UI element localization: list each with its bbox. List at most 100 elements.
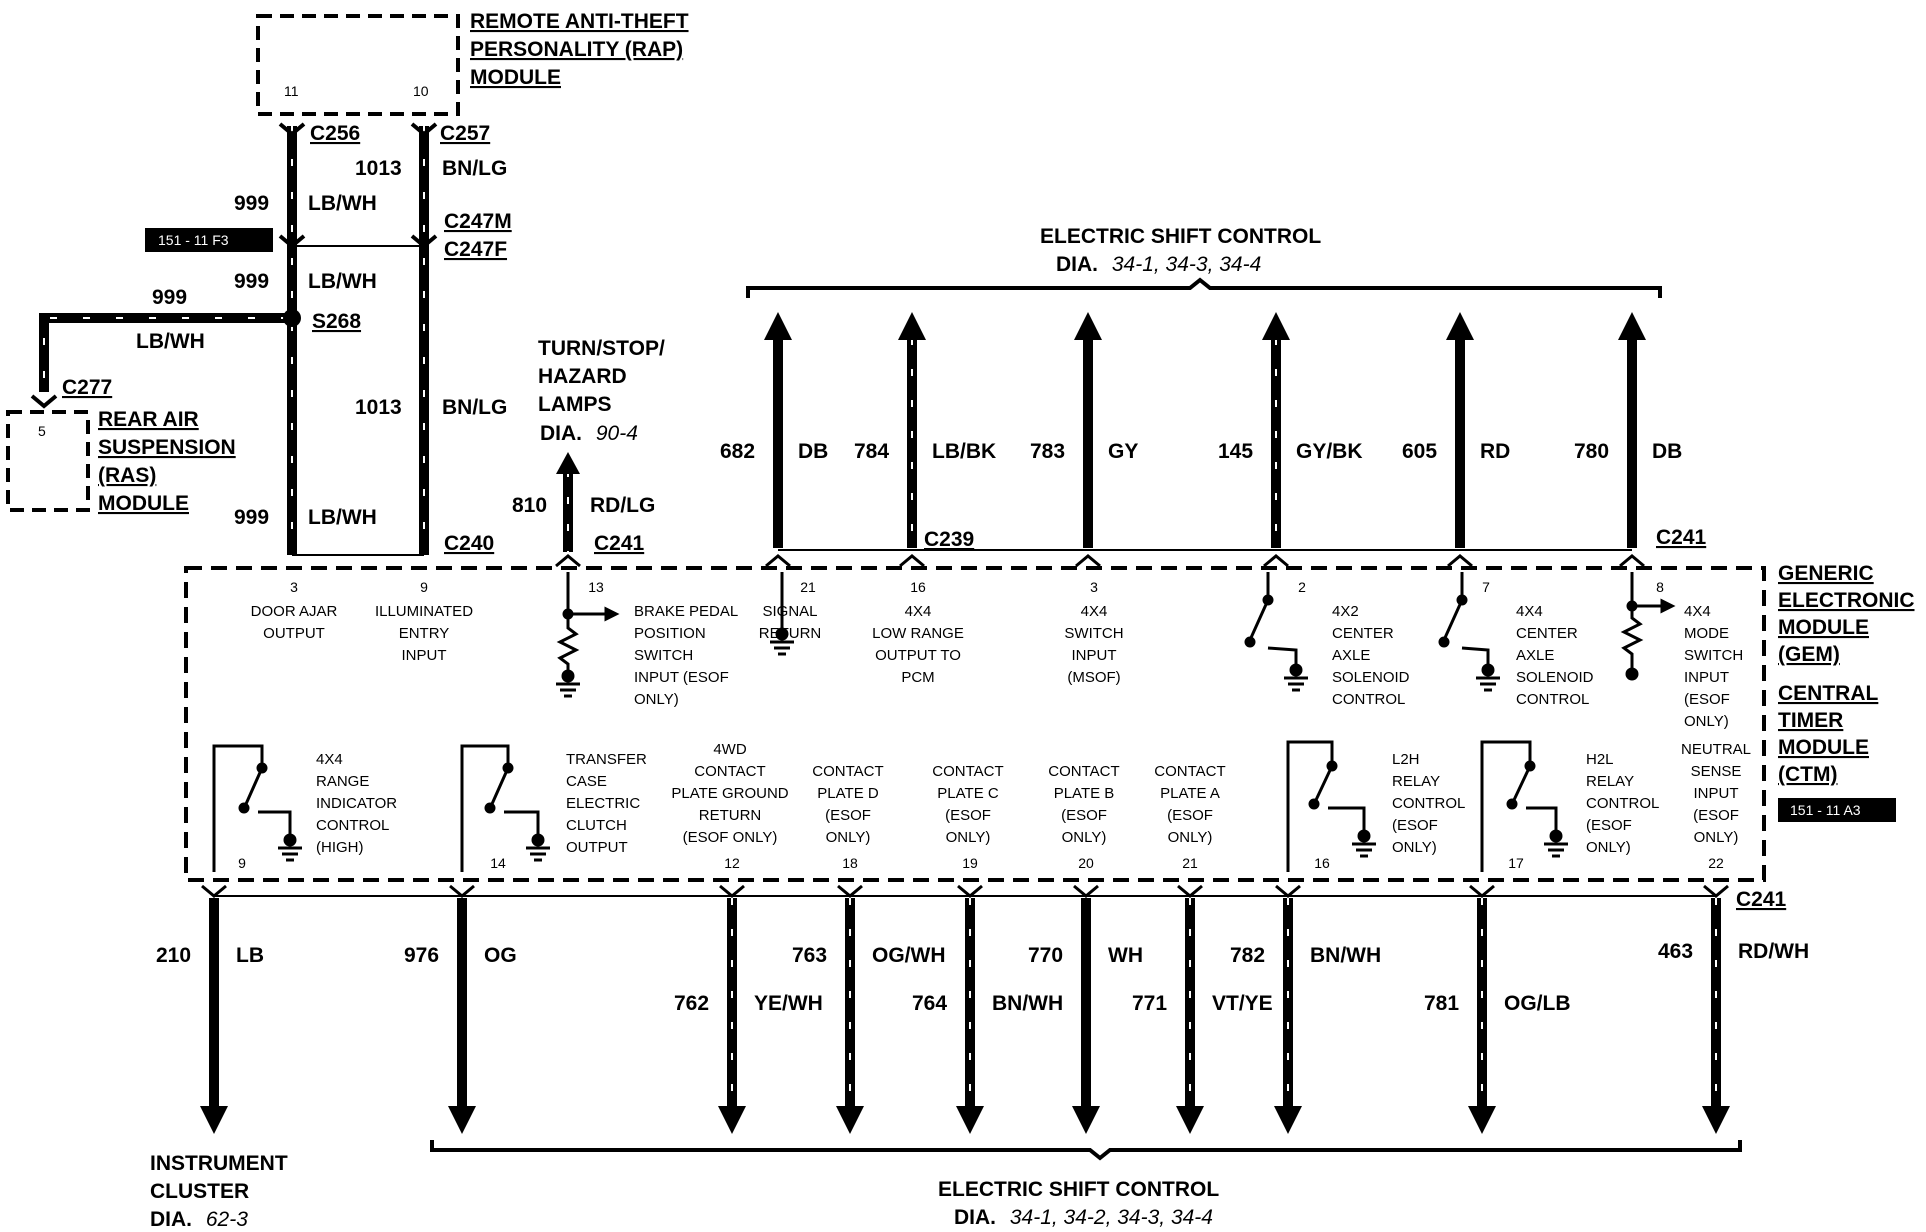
bottom-pin-desc-line: PLATE C bbox=[937, 785, 999, 802]
c247f-label: C247F bbox=[444, 238, 507, 261]
c256-chevron bbox=[278, 122, 306, 137]
ref-badge-151-11-f3 bbox=[145, 228, 273, 252]
top-pin-desc-line: RETURN bbox=[759, 625, 822, 642]
bottom-pin-desc-line: RELAY bbox=[1392, 773, 1440, 790]
top-pin-desc-line: ENTRY bbox=[399, 625, 450, 642]
bottom-pin-desc-line: CONTACT bbox=[932, 763, 1003, 780]
bottom-group-title: ELECTRIC SHIFT CONTROL bbox=[938, 1178, 1219, 1201]
bottom-group-bracket bbox=[430, 1140, 1742, 1161]
top-pin-desc-line: CONTROL bbox=[1332, 691, 1405, 708]
top-pin-desc-line: SIGNAL bbox=[762, 603, 817, 620]
ras-module-label-2: SUSPENSION bbox=[98, 436, 236, 459]
bottom-pin-desc-line: (ESOF ONLY) bbox=[683, 829, 778, 846]
top-group-bracket bbox=[746, 277, 1662, 298]
bottom-color-976: OG bbox=[484, 944, 517, 967]
top-color-682: DB bbox=[798, 440, 828, 463]
instrument-cluster-label-1: INSTRUMENT bbox=[150, 1152, 288, 1175]
bottom-pin-desc-line: INPUT bbox=[1694, 785, 1739, 802]
bottom-pin-desc-line: ELECTRIC bbox=[566, 795, 640, 812]
bottom-pin-desc-line: PLATE A bbox=[1160, 785, 1220, 802]
bottom-pin-desc-line: (ESOF bbox=[1061, 807, 1107, 824]
top-pin-number: 2 bbox=[1298, 579, 1306, 595]
ctm-label-3: MODULE bbox=[1778, 736, 1869, 759]
bottom-pin-labels: 94X4RANGEINDICATORCONTROL(HIGH)14TRANSFE… bbox=[238, 741, 1751, 871]
ras-pin-5: 5 bbox=[38, 423, 46, 439]
top-color-605: RD bbox=[1480, 440, 1510, 463]
bottom-color-762: YE/WH bbox=[754, 992, 823, 1015]
gem-label-3: MODULE bbox=[1778, 616, 1869, 639]
top-pin-desc-line: AXLE bbox=[1516, 647, 1554, 664]
instrument-cluster-dia-ref: 62-3 bbox=[206, 1208, 248, 1231]
top-pin-desc-line: 4X4 bbox=[1684, 603, 1711, 620]
ctm-label-2: TIMER bbox=[1778, 709, 1843, 732]
top-pin-desc-line: 4X2 bbox=[1332, 603, 1359, 620]
bottom-group-dia-label: DIA. bbox=[954, 1206, 996, 1229]
bottom-pin-desc-line: CONTACT bbox=[1048, 763, 1119, 780]
ras-module-label-4: MODULE bbox=[98, 492, 189, 515]
bottom-pin-desc-line: H2L bbox=[1586, 751, 1614, 768]
circuit-810: 810 bbox=[512, 494, 547, 517]
turn-stop-label-3: LAMPS bbox=[538, 393, 612, 416]
instrument-cluster-label-2: CLUSTER bbox=[150, 1180, 249, 1203]
c239-label: C239 bbox=[924, 528, 974, 551]
top-pin-desc-line: CONTROL bbox=[1516, 691, 1589, 708]
c247m-label: C247M bbox=[444, 210, 512, 233]
c240-label: C240 bbox=[444, 532, 494, 555]
c241-label-top-left: C241 bbox=[594, 532, 645, 555]
top-group-title: ELECTRIC SHIFT CONTROL bbox=[1040, 225, 1321, 248]
turn-stop-dia: DIA. 90-4 bbox=[540, 422, 638, 445]
bottom-pin-desc-line: CLUTCH bbox=[566, 817, 627, 834]
bottom-pin-desc-line: SENSE bbox=[1691, 763, 1742, 780]
color-lbwh-mid: LB/WH bbox=[308, 270, 377, 293]
bottom-wire-976: 976 OG bbox=[404, 884, 517, 1134]
bottom-pin-desc-line: CONTROL bbox=[1392, 795, 1465, 812]
bottom-pin-desc-line: CONTROL bbox=[316, 817, 389, 834]
bottom-color-463: RD/WH bbox=[1738, 940, 1809, 963]
circuit-999-mid: 999 bbox=[234, 270, 269, 293]
wire-810 bbox=[556, 452, 580, 552]
bottom-pin-number: 16 bbox=[1314, 855, 1330, 871]
top-pin-desc-line: INPUT bbox=[1072, 647, 1117, 664]
bottom-pin-number: 12 bbox=[724, 855, 740, 871]
bottom-pin-desc-line: (ESOF bbox=[1693, 807, 1739, 824]
top-pin-desc-line: PCM bbox=[901, 669, 934, 686]
top-pin-number: 3 bbox=[1090, 579, 1098, 595]
top-circuit-682: 682 bbox=[720, 440, 755, 463]
bottom-pin-number: 14 bbox=[490, 855, 506, 871]
bottom-color-782: BN/WH bbox=[1310, 944, 1381, 967]
ctm-label-4: (CTM) bbox=[1778, 763, 1837, 786]
top-pin-desc-line: INPUT (ESOF bbox=[634, 669, 729, 686]
s268-label: S268 bbox=[312, 310, 361, 333]
top-color-783: GY bbox=[1108, 440, 1138, 463]
bottom-group-dia-refs: 34-1, 34-2, 34-3, 34-4 bbox=[1010, 1206, 1213, 1229]
top-pin-desc-line: BRAKE PEDAL bbox=[634, 603, 738, 620]
bottom-circuit-770: 770 bbox=[1028, 944, 1063, 967]
bottom-pin-desc-line: ONLY) bbox=[1586, 839, 1631, 856]
turn-stop-label-2: HAZARD bbox=[538, 365, 627, 388]
bottom-pin-number: 17 bbox=[1508, 855, 1524, 871]
c241-chevron-810 bbox=[555, 554, 581, 568]
top-pin-desc-line: CENTER bbox=[1516, 625, 1578, 642]
top-pin-desc-line: INPUT bbox=[1684, 669, 1729, 686]
top-pin-desc-line: POSITION bbox=[634, 625, 706, 642]
c257-label: C257 bbox=[440, 122, 490, 145]
top-pin-desc-line: LOW RANGE bbox=[872, 625, 964, 642]
bottom-pin-desc-line: CONTACT bbox=[812, 763, 883, 780]
bottom-pin-desc-line: (ESOF bbox=[945, 807, 991, 824]
top-pin-desc-line: OUTPUT TO bbox=[875, 647, 961, 664]
bottom-circuit-976: 976 bbox=[404, 944, 439, 967]
bottom-pin-desc-line: CONTROL bbox=[1586, 795, 1659, 812]
bottom-pin-desc-line: ONLY) bbox=[1062, 829, 1107, 846]
